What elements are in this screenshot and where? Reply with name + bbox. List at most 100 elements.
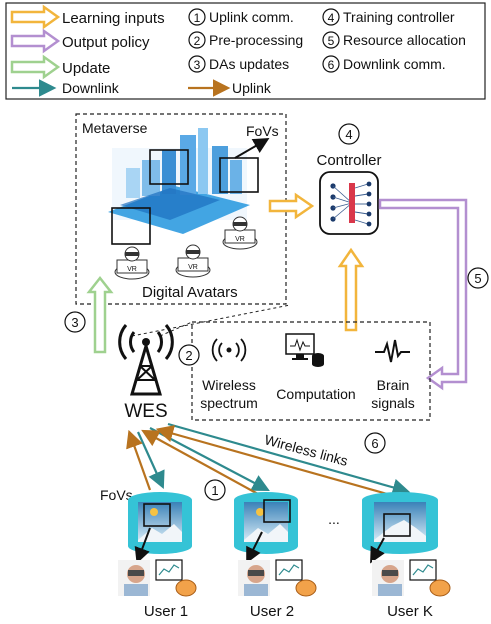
wireless-spectrum-icon: [211, 338, 247, 362]
computation-label: Computation: [276, 386, 355, 402]
controller-label: Controller: [316, 152, 381, 169]
fov-arrow: [134, 527, 151, 564]
metaverse-fovs-label: FoVs: [246, 123, 279, 139]
svg-text:VR: VR: [188, 264, 198, 271]
svg-text:2: 2: [194, 34, 201, 48]
legend: Learning inputs Output policy Update Dow…: [5, 2, 486, 100]
user-2: User 2: [234, 492, 317, 620]
resources-to-controller-arrow: [337, 247, 365, 332]
update-arrow: [86, 275, 114, 354]
legend-step-2: 2 Pre-processing: [188, 31, 303, 49]
svg-text:DAs updates: DAs updates: [209, 56, 289, 72]
computation-icon: [285, 333, 324, 367]
metaverse-title: Metaverse: [82, 120, 148, 136]
wes-tower-icon: [118, 324, 174, 396]
digital-avatars-label: Digital Avatars: [142, 284, 238, 301]
svg-text:3: 3: [71, 315, 78, 330]
wireless-links: [126, 422, 411, 499]
vr-cylinder-icon: [234, 492, 298, 554]
policy-output-arrow: [378, 198, 468, 391]
legend-uplink: Uplink: [232, 80, 272, 96]
brain-label: Brain: [377, 377, 410, 393]
user-label: User 1: [144, 603, 188, 620]
wes-metaverse-link: [131, 304, 291, 337]
downlink-arrow: [149, 427, 270, 492]
resources-panel: Wireless spectrum Computation Brain sign…: [191, 321, 431, 421]
avatar-icon: VR: [222, 216, 258, 250]
metaverse-city-illustration: [108, 128, 259, 245]
controller: 4 Controller: [316, 123, 382, 235]
avatar-icon: VR: [114, 246, 150, 280]
users-ellipsis: ...: [328, 511, 340, 527]
users-fovs-label: FoVs: [100, 487, 133, 503]
svg-text:VR: VR: [235, 236, 245, 243]
avatar-icon: VR: [175, 244, 211, 278]
fov-arrow: [246, 531, 263, 564]
legend-update-arrow-icon: [10, 54, 61, 80]
legend-step-3: 3 DAs updates: [188, 55, 289, 73]
brain-signal-icon: [375, 339, 410, 363]
step-marker-3: [64, 311, 86, 333]
user-k: User K: [362, 492, 451, 620]
step-marker-2: [178, 344, 200, 366]
svg-text:5: 5: [328, 34, 335, 48]
legend-step-1: 1 Uplink comm.: [188, 8, 294, 26]
svg-text:1: 1: [194, 11, 201, 25]
neural-network-icon: [330, 181, 372, 227]
svg-text:4: 4: [345, 127, 352, 142]
legend-output-policy: Output policy: [62, 34, 150, 51]
brain-chart-icon: [155, 559, 197, 597]
step-marker-6: [364, 432, 386, 454]
fov-arrow: [234, 137, 270, 159]
brain-chart-icon: [275, 559, 317, 597]
legend-step-4: 4 Training controller: [322, 8, 455, 26]
fov-frame: [149, 149, 189, 185]
svg-text:3: 3: [194, 58, 201, 72]
metaverse-panel: Metaverse FoVs VR: [75, 113, 287, 305]
legend-learning-arrow-icon: [10, 4, 61, 30]
user-headset-icon: [372, 560, 404, 596]
svg-text:6: 6: [371, 436, 378, 451]
step-marker-1: [204, 479, 226, 501]
fov-arrow: [370, 537, 385, 564]
wireless-label: Wireless: [202, 377, 256, 393]
legend-frame: [5, 2, 486, 100]
uplink-arrow: [141, 429, 259, 495]
svg-text:1: 1: [211, 483, 218, 498]
svg-text:Downlink comm.: Downlink comm.: [343, 56, 446, 72]
legend-step-5: 5 Resource allocation: [322, 31, 466, 49]
svg-text:Training controller: Training controller: [343, 9, 455, 25]
downlink-arrow: [167, 422, 411, 496]
wes-resources-link: [159, 321, 193, 337]
brain-chart-icon: [409, 559, 451, 597]
legend-policy-arrow-icon: [10, 28, 61, 54]
resources-frame: [191, 321, 431, 421]
spectrum-label: spectrum: [200, 395, 258, 411]
user-headset-icon: [118, 560, 150, 596]
uplink-arrow: [155, 425, 399, 499]
step-marker-5: [467, 267, 489, 289]
svg-text:6: 6: [328, 58, 335, 72]
vr-cylinder-icon: [128, 492, 192, 554]
svg-text:Uplink comm.: Uplink comm.: [209, 9, 294, 25]
svg-text:4: 4: [328, 11, 335, 25]
svg-text:Resource allocation: Resource allocation: [343, 32, 466, 48]
fov-frame: [219, 157, 259, 193]
user-1: User 1: [118, 492, 197, 620]
svg-text:VR: VR: [127, 266, 137, 273]
legend-update: Update: [62, 60, 110, 77]
legend-learning-inputs: Learning inputs: [62, 10, 165, 27]
user-headset-icon: [238, 560, 270, 596]
user-label: User K: [387, 603, 433, 620]
legend-step-6: 6 Downlink comm.: [322, 55, 446, 73]
metaverse-to-controller-arrow: [268, 192, 315, 220]
svg-text:Pre-processing: Pre-processing: [209, 32, 303, 48]
vr-cylinder-icon: [362, 492, 438, 554]
uplink-arrow: [126, 429, 152, 491]
legend-downlink: Downlink: [62, 80, 120, 96]
svg-text:5: 5: [474, 271, 481, 286]
svg-text:2: 2: [185, 348, 192, 363]
controller-step-marker: [338, 123, 360, 145]
